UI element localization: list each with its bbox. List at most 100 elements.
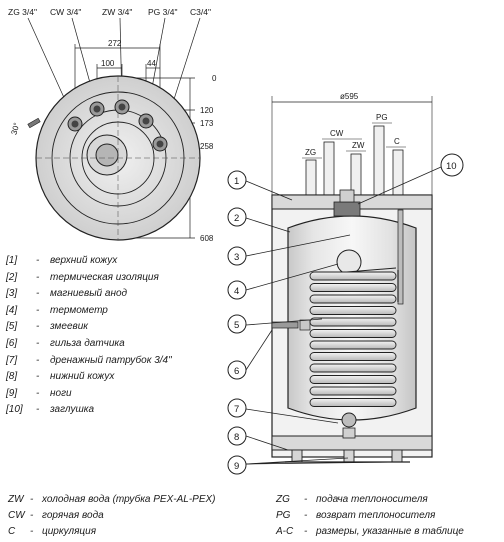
leg-right [391, 449, 403, 463]
abbr-text: циркуляция [42, 526, 97, 537]
callout-6: 6 [234, 366, 239, 377]
dim-120: 120 [200, 106, 214, 115]
callout-3: 3 [234, 252, 239, 263]
label-c: C [394, 137, 400, 146]
conn-label-zg: ZG 3/4" [8, 7, 37, 17]
parts-legend: [1]-верхний кожух [2]-термическая изоляц… [6, 253, 206, 419]
callout-8: 8 [234, 432, 239, 443]
abbr-item: ZW-холодная вода (трубка PEX-AL-PEX) [8, 492, 216, 508]
abbr-key: ZG [276, 494, 290, 505]
legend-item: [5]-змеевик [6, 319, 206, 336]
callout-5: 5 [234, 320, 239, 331]
label-zg: ZG [305, 148, 316, 157]
legend-key: [6] [6, 337, 18, 349]
abbr-key: A-C [276, 526, 294, 537]
abbr-item: PG-возврат теплоносителя [276, 508, 464, 524]
dim-100: 100 [101, 59, 115, 68]
top-view: ZG 3/4" CW 3/4" ZW 3/4" PG 3/4" C3/4" [8, 7, 217, 243]
legend-key: [3] [6, 288, 18, 300]
legend-key: [4] [6, 304, 18, 316]
legend-key: [5] [6, 321, 18, 333]
coil-loop [309, 363, 397, 373]
dim-258: 258 [200, 142, 214, 151]
abbr-text: размеры, указанные в таблице [316, 526, 464, 537]
legend-key: [7] [6, 354, 18, 366]
coil-loop [309, 352, 397, 361]
callout-2: 2 [234, 213, 239, 224]
abbr-item: ZG-подача теплоносителя [276, 492, 464, 508]
leg-left [291, 449, 303, 463]
top-nozzles [67, 99, 168, 152]
legend-key: [10] [6, 404, 23, 416]
conn-label-zw: ZW 3/4" [102, 7, 132, 17]
side-view: ø595 CW PG ZG ZW C [271, 92, 433, 463]
legend-text: гильза датчика [50, 337, 125, 349]
callout-1: 1 [234, 176, 239, 187]
legend-item: [1]-верхний кожух [6, 253, 206, 270]
leg-center [343, 449, 355, 463]
dim-608: 608 [200, 234, 214, 243]
abbr-key: C [8, 526, 16, 537]
legend-text: термическая изоляция [50, 271, 159, 283]
conn-label-cw: CW 3/4" [50, 7, 81, 17]
label-cw: CW [330, 129, 344, 138]
abbr-text: возврат теплоносителя [316, 510, 436, 521]
legend-text: верхний кожух [50, 255, 118, 266]
coil-loop [309, 340, 397, 350]
legend-text: заглушка [50, 404, 95, 416]
dim-44: 44 [147, 59, 156, 68]
legend-text: ноги [50, 387, 72, 399]
angle-label: 30° [10, 122, 22, 136]
legend-text: нижний кожух [50, 371, 115, 383]
connection-dims [302, 122, 406, 159]
legend-key: [1] [6, 255, 18, 266]
dim-diameter: ø595 [340, 92, 359, 101]
callout-7: 7 [234, 404, 239, 415]
coil-loop [309, 329, 397, 338]
magnesium-anode [397, 209, 404, 305]
coil-loop [309, 306, 397, 315]
callout-10: 10 [446, 161, 457, 172]
abbr-text: холодная вода (трубка PEX-AL-PEX) [42, 494, 216, 505]
legend-text: магниевый анод [50, 288, 128, 300]
conn-label-c: C3/4" [190, 7, 211, 17]
abbr-text: горячая вода [42, 510, 104, 521]
legend-text: змеевик [50, 321, 89, 333]
legend-key: [9] [6, 387, 18, 399]
thermometer [336, 249, 362, 275]
legend-key: [2] [6, 271, 18, 283]
coil-loop [309, 317, 397, 327]
heat-exchanger-coil [309, 267, 399, 407]
callouts: 1 2 3 4 5 6 7 8 9 10 [227, 153, 464, 475]
top-sensor-sleeve [27, 117, 41, 129]
coil-loop [309, 386, 397, 396]
abbr-key: CW [8, 510, 25, 521]
dim-0: 0 [212, 74, 217, 83]
abbr-key: ZW [8, 494, 24, 505]
plug-cap [333, 201, 361, 217]
dim-173: 173 [200, 119, 214, 128]
legend-item: [4]-термометр [6, 303, 206, 320]
coil-loop [309, 398, 397, 407]
abbr-key: PG [276, 510, 291, 521]
legend-item: [9]-ноги [6, 386, 206, 403]
legend-item: [8]-нижний кожух [6, 369, 206, 386]
connections-legend-right: ZG-подача теплоносителя PG-возврат тепло… [276, 492, 464, 540]
coil-loop [309, 283, 397, 292]
callout-circles [227, 153, 464, 475]
label-pg: PG [376, 113, 388, 122]
legend-key: [8] [6, 371, 18, 383]
callout-leaders [245, 166, 442, 465]
abbr-item: C-циркуляция [8, 524, 216, 540]
legend-text: термометр [50, 304, 108, 316]
abbr-text: подача теплоносителя [316, 494, 428, 505]
abbr-item: A-C-размеры, указанные в таблице [276, 524, 464, 540]
connections-legend-left: ZW-холодная вода (трубка PEX-AL-PEX) CW-… [8, 492, 216, 540]
legend-item: [2]-термическая изоляция [6, 270, 206, 287]
legend-text: дренажный патрубок 3/4" [50, 354, 172, 366]
callout-9: 9 [234, 461, 239, 472]
legend-item: [7]-дренажный патрубок 3/4" [6, 353, 206, 370]
drain-nozzle [341, 412, 357, 428]
coil-loop [309, 271, 397, 281]
